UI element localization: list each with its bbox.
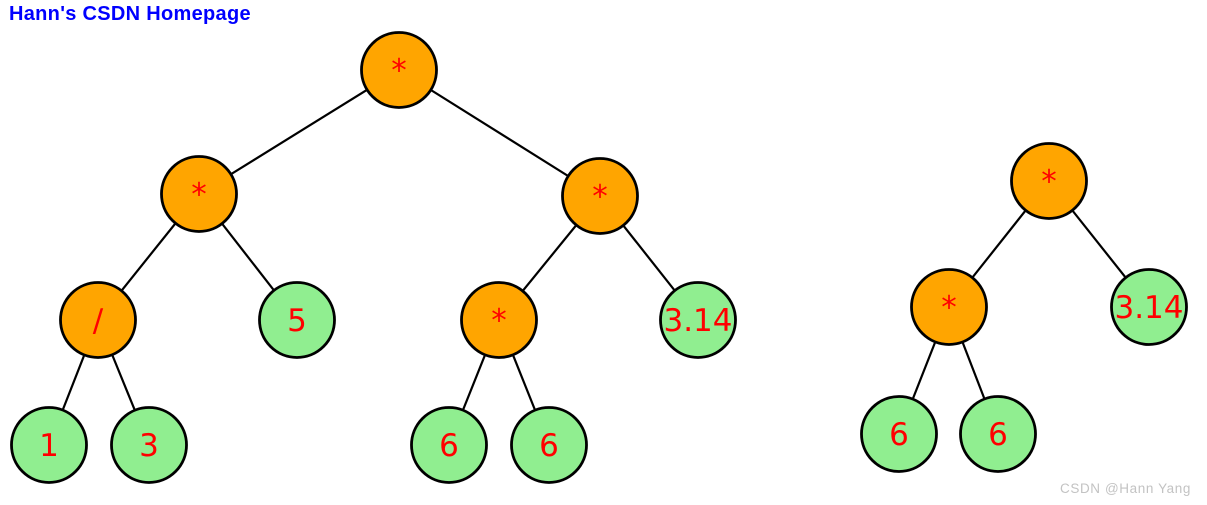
node-circle [659,281,737,359]
operand-node: 5 [258,281,336,359]
node-label: 6 [988,417,1008,453]
node-circle [10,406,88,484]
operator-node: * [910,268,988,346]
operator-node: / [59,281,137,359]
expression-tree-right: * * 3.14 6 6 [860,142,1188,473]
operator-node: * [561,157,639,235]
watermark: CSDN @Hann Yang [1059,481,1191,496]
tree-edge [398,69,601,197]
node-circle [160,155,238,233]
node-label: / [93,303,104,339]
node-label: 3.14 [1114,290,1183,326]
operand-node: 3 [110,406,188,484]
operand-node: 6 [959,395,1037,473]
operand-node: 3.14 [659,281,737,359]
operator-node: * [160,155,238,233]
node-label: * [391,53,407,89]
node-label: * [1041,164,1057,200]
node-circle [860,395,938,473]
operator-node: * [1010,142,1088,220]
node-label: * [191,177,207,213]
node-label: 5 [287,303,307,339]
node-circle [460,281,538,359]
node-circle [510,406,588,484]
node-circle [360,31,438,109]
operand-node: 6 [510,406,588,484]
tree-edge [198,69,400,195]
node-label: * [491,303,507,339]
node-circle [59,281,137,359]
node-circle [1110,268,1188,346]
operator-node: * [360,31,438,109]
node-circle [258,281,336,359]
operand-node: 6 [860,395,938,473]
node-label: 3.14 [663,303,732,339]
node-circle [959,395,1037,473]
node-circle [1010,142,1088,220]
node-circle [410,406,488,484]
node-circle [561,157,639,235]
page-title: Hann's CSDN Homepage [9,3,251,25]
expression-tree-left: * * * / 5 * 3.14 1 3 6 6 [10,31,737,484]
node-label: * [941,290,957,326]
operator-node: * [460,281,538,359]
node-label: 6 [889,417,909,453]
node-label: 3 [139,428,159,464]
node-circle [110,406,188,484]
operand-node: 1 [10,406,88,484]
operand-node: 6 [410,406,488,484]
operand-node: 3.14 [1110,268,1188,346]
node-label: 6 [539,428,559,464]
node-label: 6 [439,428,459,464]
node-circle [910,268,988,346]
node-label: 1 [39,428,59,464]
node-label: * [592,179,608,215]
